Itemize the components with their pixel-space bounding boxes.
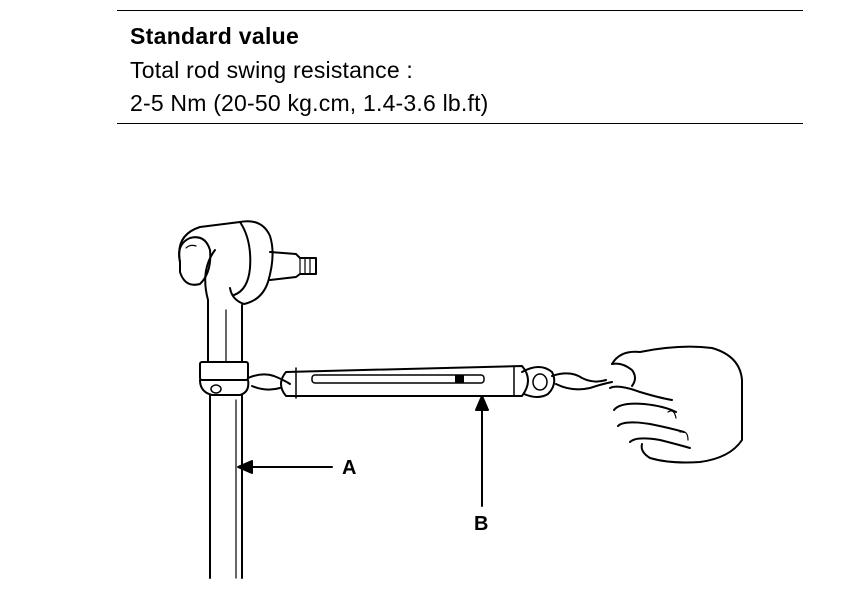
spec-title: Standard value xyxy=(130,23,300,49)
label-b: B xyxy=(474,513,488,535)
tie-rod-end xyxy=(178,220,317,363)
tie-rod-shaft xyxy=(209,394,243,579)
rod-clamp xyxy=(199,361,291,396)
spec-description: Total rod swing resistance : xyxy=(130,57,414,83)
callout-b-arrow xyxy=(475,395,489,507)
spring-scale xyxy=(280,365,613,399)
callout-a-arrow xyxy=(237,460,333,474)
label-a: A xyxy=(342,457,356,479)
spec-value: 2-5 Nm (20-50 kg.cm, 1.4-3.6 lb.ft) xyxy=(130,90,489,116)
hand xyxy=(609,345,743,464)
standard-value-box: Standard value Total rod swing resistanc… xyxy=(117,10,803,124)
